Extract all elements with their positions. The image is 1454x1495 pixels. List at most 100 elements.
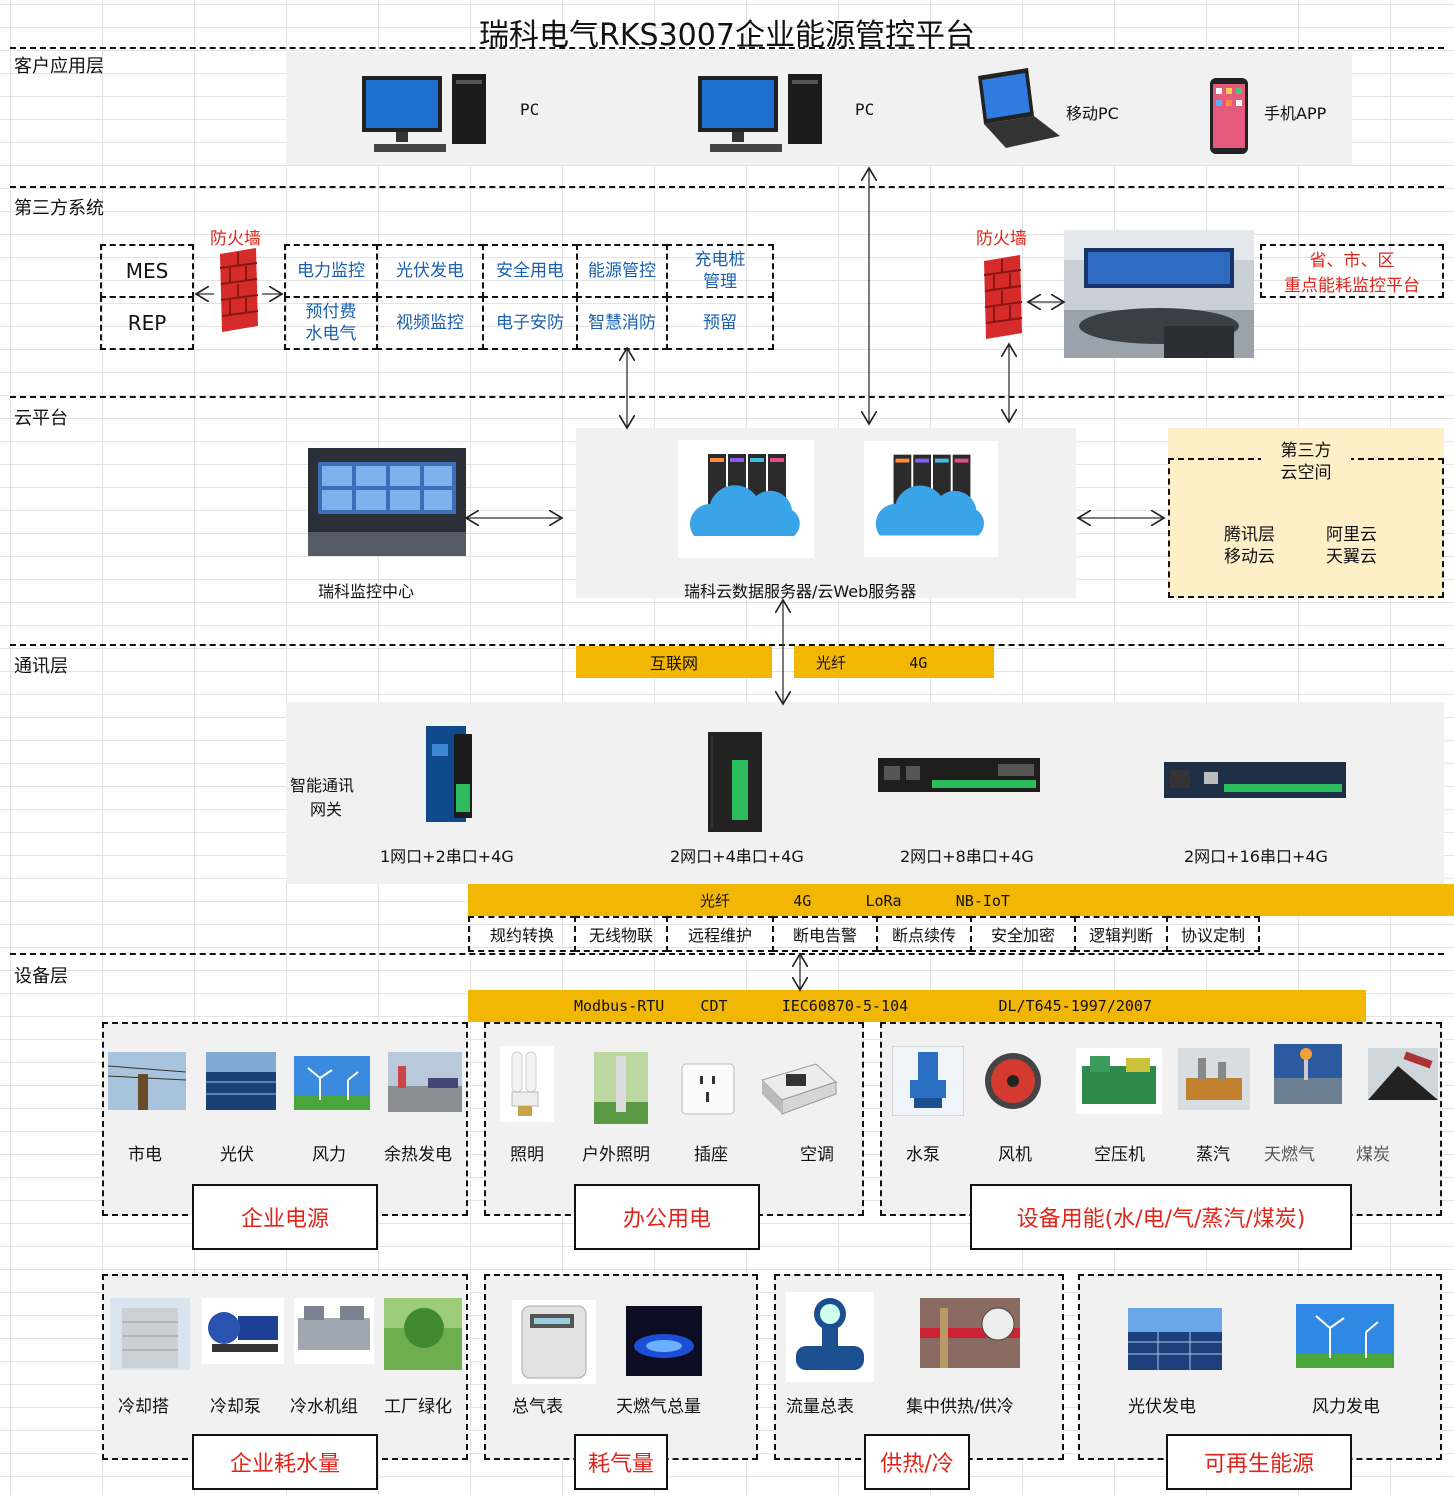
internet-bar: 互联网 (576, 646, 772, 678)
function-box: 安全加密 (970, 916, 1076, 952)
layer-label-cloud: 云平台 (14, 408, 68, 429)
laptop-icon (978, 68, 1060, 148)
client-pc1-label: PC (520, 100, 540, 119)
layer-label-device: 设备层 (14, 966, 68, 987)
device-item: 工厂绿化 (384, 1397, 452, 1417)
layer-label-client: 客户应用层 (14, 56, 104, 77)
function-box: 协议定制 (1166, 916, 1260, 952)
wind-generation-photo (1296, 1304, 1394, 1368)
device-item: 插座 (694, 1145, 728, 1165)
gov-platform-line2: 重点能耗监控平台 (1284, 276, 1420, 296)
divider-device (10, 953, 1444, 955)
gateway-device-icon (708, 732, 762, 832)
group2-title-box: 办公用电 (574, 1184, 760, 1250)
greening-photo (384, 1298, 462, 1370)
gateway-device-icon (426, 726, 472, 822)
system-label: 能源管控 (588, 261, 656, 281)
gateway-device-icon (1164, 762, 1346, 798)
layer-label-comm: 通讯层 (14, 656, 68, 677)
protocols-bar: Modbus-RTU CDT IEC60870-5-104 DL/T645-19… (468, 990, 1366, 1022)
chiller-photo (294, 1298, 374, 1364)
device-item: 空压机 (1094, 1145, 1145, 1165)
coal-photo (1368, 1048, 1438, 1100)
protocols-label: Modbus-RTU CDT IEC60870-5-104 DL/T645-19… (574, 997, 1152, 1015)
steam-photo (1178, 1048, 1250, 1110)
monitor-center-photo (308, 448, 466, 556)
control-room-photo (1064, 230, 1254, 358)
monitor-center-label: 瑞科监控中心 (318, 582, 415, 601)
function-label: 协议定制 (1180, 926, 1245, 945)
gateway-title-1: 智能通讯 (290, 776, 355, 795)
fiber-4g-bar: 光纤 4G (794, 646, 994, 678)
group3-title: 设备用能(水/电/气/蒸汽/煤炭) (1016, 1207, 1306, 1232)
client-pc2-label: PC (855, 100, 875, 119)
function-label: 远程维护 (687, 926, 752, 945)
device-item: 市电 (128, 1145, 162, 1165)
cloud-server-icon (864, 440, 998, 558)
firewall-left-label: 防火墙 (210, 229, 261, 249)
device-item: 风力发电 (1312, 1397, 1380, 1417)
function-box: 逻辑判断 (1074, 916, 1168, 952)
system-label: 预付费 水电气 (305, 302, 357, 344)
gateway-title-2: 网关 (310, 800, 343, 819)
group5-title-box: 耗气量 (574, 1434, 668, 1490)
cooling-tower-photo (110, 1298, 190, 1370)
outdoor-light-photo (594, 1052, 648, 1124)
mes-label: MES (125, 259, 169, 283)
system-label: 智慧消防 (588, 313, 656, 333)
air-conditioner-photo (761, 1063, 837, 1115)
function-box: 无线物联 (574, 916, 668, 952)
pc-icon (698, 74, 822, 152)
divider-cloud (10, 396, 1444, 398)
natural-gas-photo (1274, 1044, 1342, 1104)
device-item: 户外照明 (582, 1145, 650, 1165)
system-label: 安全用电 (496, 261, 564, 281)
function-box: 远程维护 (666, 916, 774, 952)
flow-meter-photo (786, 1292, 874, 1382)
rep-label: REP (127, 311, 167, 335)
firewall-icon (983, 255, 1023, 339)
device-item: 蒸汽 (1196, 1145, 1230, 1165)
device-item: 空调 (800, 1145, 834, 1165)
links-label: 光纤 4G LoRa NB-IoT (700, 891, 1010, 910)
system-box: 预付费 水电气 (284, 296, 378, 350)
device-item: 天燃气总量 (616, 1397, 701, 1417)
central-heating-photo (920, 1298, 1020, 1368)
socket-photo (681, 1063, 735, 1115)
system-box: 安全用电 (482, 244, 578, 298)
device-item: 光伏发电 (1128, 1397, 1196, 1417)
device-item: 水泵 (906, 1145, 940, 1165)
system-label: 预留 (703, 313, 737, 333)
firewall-icon (219, 248, 259, 332)
device-item: 光伏 (220, 1145, 254, 1165)
system-label: 充电桩 管理 (694, 250, 746, 292)
gateway-spec: 2网口+4串口+4G (670, 847, 804, 866)
system-box: 能源管控 (576, 244, 668, 298)
function-label: 无线物联 (588, 926, 653, 945)
group1-title: 企业电源 (240, 1207, 329, 1232)
cloud-provider: 阿里云 (1326, 525, 1377, 545)
mes-box: MES (100, 244, 194, 298)
pc-icon (362, 74, 486, 152)
function-label: 逻辑判断 (1088, 926, 1153, 945)
group4-title: 企业耗水量 (229, 1452, 340, 1477)
third-cloud-title-1: 第三方 (1280, 441, 1332, 461)
device-item: 风力 (312, 1145, 346, 1165)
cloud-servers-label: 瑞科云数据服务器/云Web服务器 (684, 582, 917, 601)
function-label: 安全加密 (990, 926, 1055, 945)
group6-title-box: 供热/冷 (864, 1434, 970, 1490)
system-label: 电子安防 (496, 313, 564, 333)
gov-platform-box: 省、市、区 重点能耗监控平台 (1260, 244, 1444, 298)
gateway-spec: 2网口+16串口+4G (1184, 847, 1328, 866)
group7-title-box: 可再生能源 (1166, 1434, 1352, 1490)
divider-third-party (10, 186, 1444, 188)
waste-heat-plant-photo (388, 1052, 462, 1112)
device-item: 风机 (998, 1145, 1032, 1165)
cloud-server-panel (576, 428, 1076, 598)
function-box: 断点续传 (876, 916, 972, 952)
system-box: 光伏发电 (376, 244, 484, 298)
fan-photo (985, 1053, 1041, 1109)
client-mobile-pc-label: 移动PC (1066, 104, 1119, 123)
device-item: 余热发电 (384, 1145, 452, 1165)
phone-icon (1210, 78, 1248, 154)
